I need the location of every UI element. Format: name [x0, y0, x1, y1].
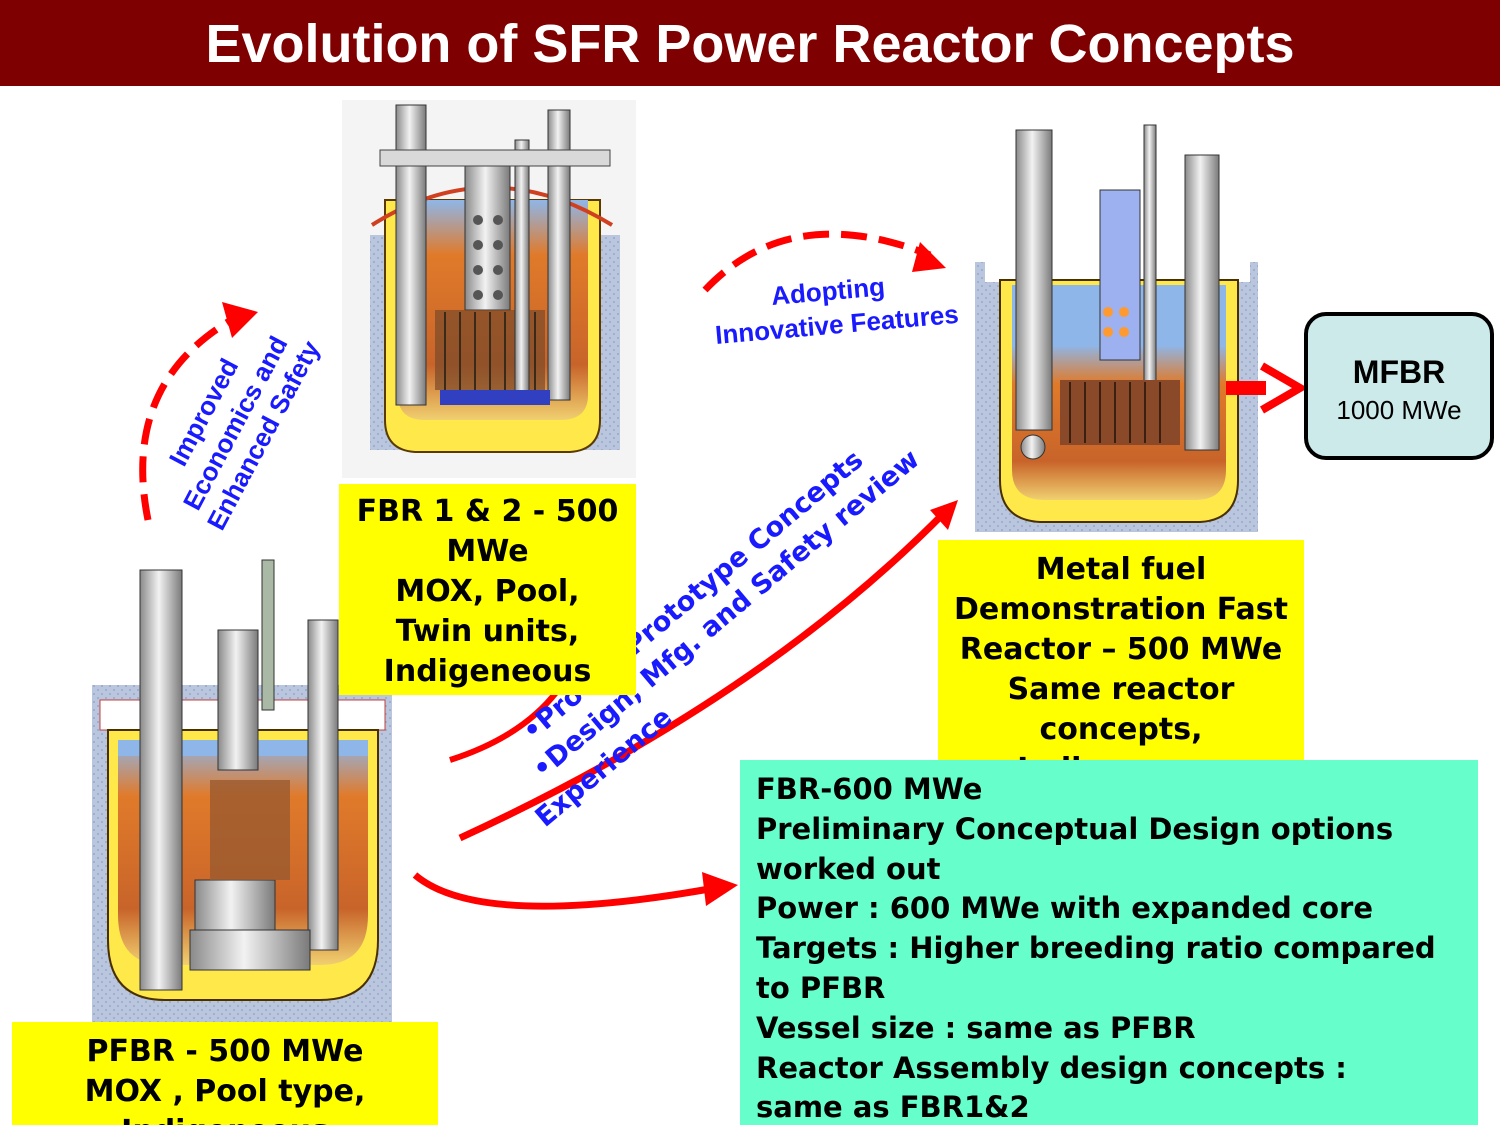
mfdfr-line: concepts,	[1039, 712, 1203, 747]
fbr12-line: MWe	[446, 534, 529, 569]
fbr12-label-box: FBR 1 & 2 - 500 MWe MOX, Pool, Twin unit…	[339, 484, 636, 695]
fbr12-line: Indigeneous	[383, 654, 592, 689]
fbr600-line: Reactor Assembly design concepts :	[756, 1050, 1347, 1085]
fbr12-reactor-illustration	[342, 100, 636, 478]
fbr12-line: Twin units,	[395, 614, 580, 649]
slide-title: Evolution of SFR Power Reactor Concepts	[205, 14, 1295, 74]
mfbr-name: MFBR	[1352, 354, 1446, 390]
arrow-pfbr-to-fbr600	[412, 872, 738, 910]
fbr600-line: Vessel size : same as PFBR	[756, 1010, 1196, 1045]
mfdfr-line: Same reactor	[1007, 672, 1235, 707]
fbr12-line: FBR 1 & 2 - 500	[356, 494, 619, 529]
fbr600-line: Targets : Higher breeding ratio compared	[756, 931, 1436, 966]
mfdfr-line: Reactor – 500 MWe	[959, 632, 1283, 667]
fbr600-line: Power : 600 MWe with expanded core	[756, 891, 1373, 926]
pfbr-line: PFBR - 500 MWe	[86, 1034, 364, 1069]
pfbr-line: Indigeneous	[12, 1112, 438, 1125]
fbr600-line: to PFBR	[756, 970, 886, 1005]
arrow-mfdfr-to-mfbr	[1226, 362, 1308, 414]
mfdfr-line: Metal fuel	[1035, 552, 1207, 587]
mfdfr-reactor-illustration	[975, 124, 1258, 532]
fbr12-line: MOX, Pool,	[395, 574, 580, 609]
mfbr-box: MFBR 1000 MWe	[1304, 312, 1494, 460]
fbr600-line: same as FBR1&2	[756, 1090, 1030, 1125]
pfbr-reactor-illustration	[92, 559, 392, 1025]
fbr600-info-box: FBR-600 MWe Preliminary Conceptual Desig…	[740, 760, 1478, 1125]
title-bar	[0, 0, 1500, 86]
label-improved-economics: Improved Economics and Enhanced Safety	[163, 331, 326, 535]
arrow-pfbr-to-mfdfr	[458, 500, 958, 842]
mfbr-power: 1000 MWe	[1336, 395, 1462, 425]
arrow-pfbr-to-fbr12-improved	[139, 302, 258, 521]
fbr600-line: FBR-600 MWe	[756, 772, 983, 806]
fbr600-line: Preliminary Conceptual Design options	[756, 811, 1394, 846]
mfdfr-label-box: Metal fuel Demonstration Fast Reactor – …	[938, 540, 1304, 765]
mfdfr-line: Demonstration Fast	[954, 592, 1288, 627]
pfbr-label-box: PFBR - 500 MWe MOX , Pool type, Indigene…	[12, 1022, 438, 1125]
svg-text:Innovative Features: Innovative Features	[714, 299, 960, 350]
label-adopting-innovative: Adopting Innovative Features	[714, 271, 960, 350]
arrow-fbr12-to-mfdfr-adopting	[702, 230, 946, 293]
pfbr-line: MOX , Pool type,	[84, 1074, 366, 1109]
svg-text:Adopting: Adopting	[770, 271, 886, 311]
fbr600-line: worked out	[756, 851, 941, 886]
